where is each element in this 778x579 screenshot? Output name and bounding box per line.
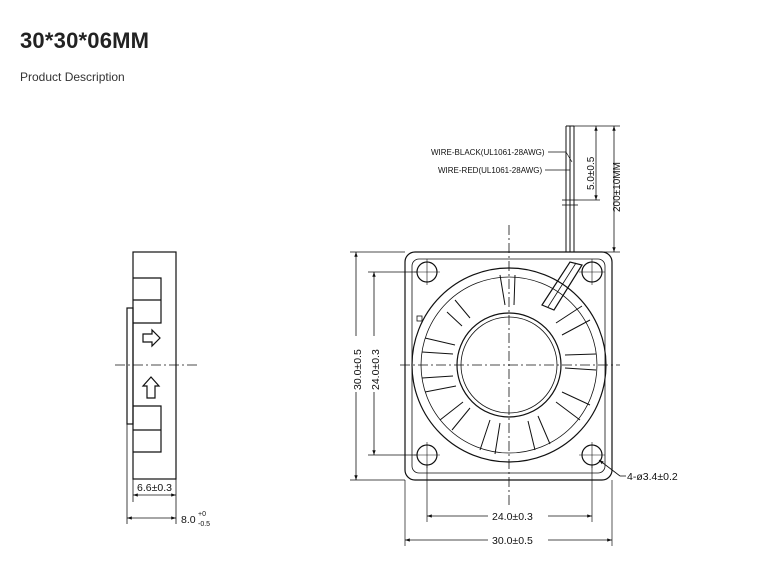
fan-blades [421,274,597,455]
wire-black-label: WIRE-BLACK(UL1061-28AWG) [431,148,545,157]
side-total-label: 8.0 [181,514,196,526]
wire-strip-label: 5.0±0.5 [586,156,597,190]
front-view [400,225,620,505]
lead-wires [545,125,620,253]
side-thickness-label: 6.6±0.3 [137,482,172,494]
product-description-label: Product Description [20,70,125,84]
wire-red-label: WIRE-RED(UL1061-28AWG) [438,166,543,175]
width-hole-label: 24.0±0.3 [492,511,533,523]
hole-spec-leader [598,459,626,477]
width-outer-label: 30.0±0.5 [492,535,533,547]
side-view-flange [126,307,134,425]
side-view-lower-notch [133,405,162,453]
side-total-tol-lower: -0.5 [198,521,210,528]
airflow-arrow-icon [142,328,161,348]
fan-frame [404,251,613,481]
height-hole-label: 24.0±0.3 [370,349,382,390]
hole-spec-label: 4-ø3.4±0.2 [627,471,678,483]
side-view-body [132,251,177,480]
height-outer-label: 30.0±0.5 [352,349,364,390]
rotation-arrow-icon [141,376,161,399]
side-view [115,251,198,524]
page-title: 30*30*06MM [20,28,150,53]
side-total-tol-upper: +0 [198,511,206,518]
wire-length-label: 200±10MM [612,162,623,212]
wire-channel [541,261,583,311]
